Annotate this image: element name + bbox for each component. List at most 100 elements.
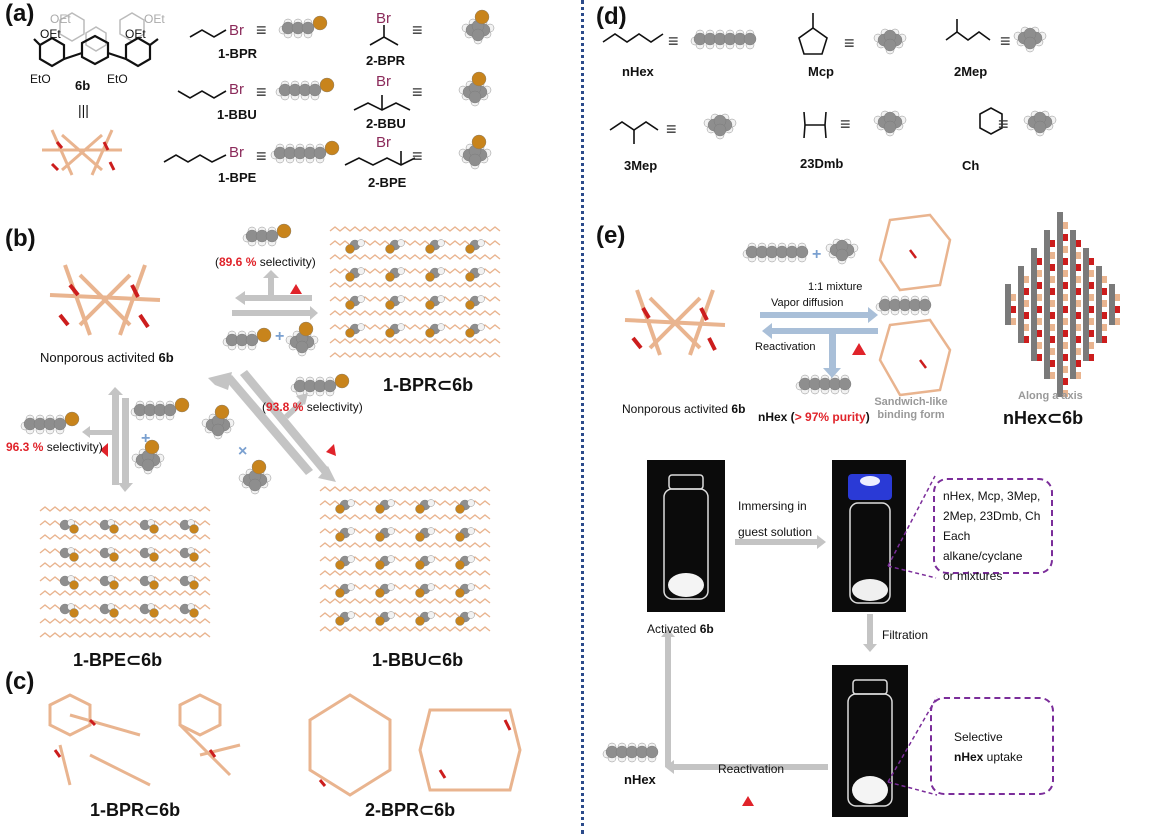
spacefill-feed-nhex [742,242,809,263]
guest-in-lattice [59,519,79,534]
product-purity: > 97% purity [794,410,866,424]
guest-in-lattice [465,295,485,310]
spacefill-2bpe [458,134,492,170]
guest-in-lattice [375,555,395,570]
callout1-line2: 2Mep, 23Dmb, Ch [943,509,1041,523]
sel-1bbu-value: 93.8 % [266,400,304,414]
guest-in-lattice [455,611,475,626]
guest-in-lattice [179,519,199,534]
guest-in-lattice [139,519,159,534]
host-equiv-symbol: ||| [78,102,89,118]
spacefill-mcp [873,28,907,55]
guest-in-lattice [415,611,435,626]
complex-label-nhex: nHex⊂6b [1003,408,1084,428]
crystal-lattice-svg [319,486,491,632]
equiv-1bbu: ≡ [256,82,267,102]
panel-b-label: (b) [5,225,36,252]
guest-in-lattice [345,239,365,254]
guest-in-lattice [99,547,119,562]
spacefill-feed-mcp [825,238,859,265]
spacefill-2bbu [458,71,492,107]
filtration-label: Filtration [882,628,929,642]
sel-1bpr-prefix: ( [215,255,219,269]
activated-prefix: Activated [647,622,700,636]
guest-in-lattice [375,583,395,598]
selectivity-1bbu: (93.8 % selectivity) [262,400,363,414]
nhex-lattice-svg [1005,212,1120,397]
spacefill-feed-1bbu [201,404,235,440]
spacefill-feed-1bpr [222,327,272,351]
sel-1bpr-suffix: selectivity) [256,255,316,269]
oet-label-2: OEt [125,27,146,41]
equiv-ch: ≡ [998,114,1009,134]
guest-bromides-grid [163,25,416,166]
callout1-line1: nHex, Mcp, 3Mep, [943,489,1041,503]
guest-in-lattice [179,603,199,618]
oet-label-ghost-1: OEt [50,12,71,26]
activated-bold: 6b [699,622,714,636]
complex-label-c2: 2-BPR⊂6b [365,800,456,820]
guest-in-lattice [415,583,435,598]
guest-in-lattice [465,239,485,254]
guest-in-lattice [335,583,355,598]
nhex-lattice-model [995,212,1125,397]
guest-in-lattice [375,611,395,626]
guest-in-lattice [59,603,79,618]
along-axis-caption: Along a axis [1018,390,1083,402]
guest-label-2bpr: 2-BPR [366,53,406,68]
selectivity-1bpr: (89.6 % selectivity) [215,255,316,269]
callout2-rest: uptake [983,750,1023,764]
spacefill-3mep [703,113,737,140]
complex-2bpr-model [308,693,522,797]
product-prefix: nHex ( [758,410,795,424]
guest-label-1bbu: 1-BBU [217,107,257,122]
guest-label-2bbu: 2-BBU [366,116,406,131]
selectivity-1bpe: 96.3 % selectivity) [6,440,103,454]
guest-in-lattice [99,519,119,534]
equiv-23dmb: ≡ [840,114,851,134]
crystal-lattice-svg [39,506,211,638]
guest-in-lattice [415,527,435,542]
guest-in-lattice [425,239,445,254]
guest-in-lattice [385,295,405,310]
host-caption-b-text: Nonporous activited [40,350,159,365]
spacefill-feed-2bbu [238,459,272,495]
guest-in-lattice [425,295,445,310]
spacefill-product-1bbu [290,373,350,397]
crystal-packing-1bpr [329,225,501,365]
equiv-2bpe: ≡ [412,146,423,166]
reactivation-label-cycle: Reactivation [718,762,785,776]
guest-in-lattice [375,499,395,514]
reactivation-label-e: Reactivation [755,341,816,353]
host-caption-b-bold: 6b [158,350,174,365]
sel-1bpr-value: 89.6 % [219,255,257,269]
complex-label-1bbu: 1-BBU⊂6b [372,650,464,670]
host-caption-b: Nonporous activited 6b [40,350,174,365]
callout2-line1: Selective [954,730,1003,744]
spacefill-1bbu [275,77,335,101]
vapor-diffusion-label: Vapor diffusion [771,297,844,309]
guest-in-lattice [455,527,475,542]
spacefill-nhex [690,29,757,50]
sel-1bbu-suffix: selectivity) [303,400,363,414]
guest-in-lattice [465,267,485,282]
br-atom-1bpe: Br [229,144,244,161]
spacefill-product-1bpe [20,411,80,435]
sandwich-binding-model [878,213,952,397]
panel-c-label: (c) [5,668,35,695]
guest-in-lattice [179,575,199,590]
alkane-label-mcp: Mcp [808,64,834,79]
guest-in-lattice [345,323,365,338]
guest-in-lattice [345,295,365,310]
br-atom-2bpe: Br [376,134,391,151]
guest-in-lattice [335,527,355,542]
complex-label-1bpr: 1-BPR⊂6b [383,375,474,395]
spacefill-feed-2bpr [285,321,319,357]
guest-in-lattice [335,555,355,570]
alkane-label-ch: Ch [962,158,980,173]
spacefill-feed-2bpe [131,439,165,475]
spacefill-2mep [1013,26,1047,53]
alkane-label-3mep: 3Mep [624,158,658,173]
